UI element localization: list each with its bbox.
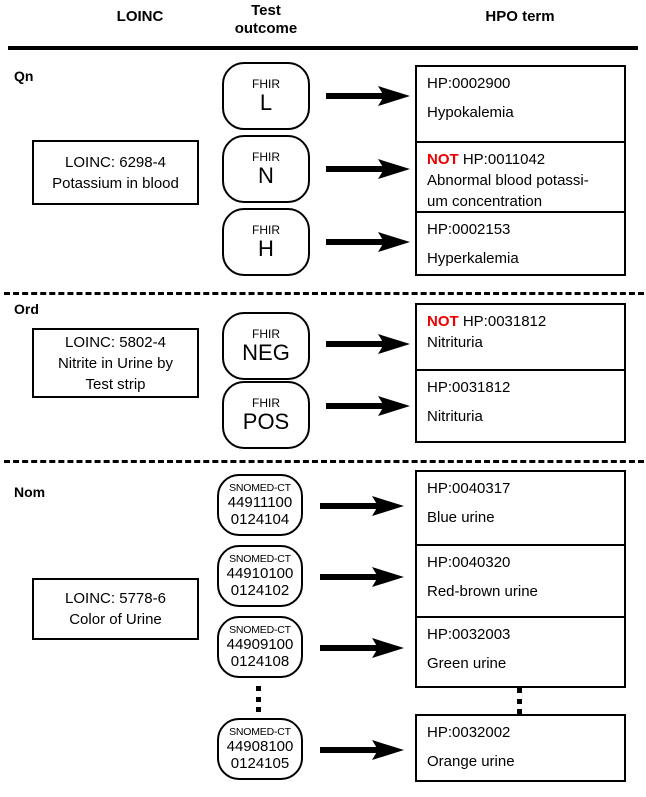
section-label-nom: Nom <box>14 484 46 500</box>
code-value-line2: 0124108 <box>230 653 290 670</box>
hpo-stack-nom-last: HP:0032002 Orange urine <box>415 714 626 782</box>
test-outcome-box-fhir-l[interactable]: FHIR L <box>222 62 310 130</box>
hpo-label: Red-brown urine <box>427 583 538 600</box>
hpo-row[interactable]: HP:0040317 Blue urine <box>417 472 624 544</box>
hpo-row[interactable]: HP:0002900 Hypokalemia <box>417 67 624 141</box>
hpo-id: HP:0031812 <box>427 379 511 396</box>
test-outcome-box-fhir-n[interactable]: FHIR N <box>222 135 310 203</box>
loinc-name-ord-line1: Nitrite in Urine by <box>57 354 174 372</box>
test-outcome-box-snomed-44908100124105[interactable]: SNOMED-CT 44908100 0124105 <box>217 718 303 780</box>
arrow-right-icon <box>326 333 410 355</box>
code-system-label: SNOMED-CT <box>229 482 291 494</box>
code-value-label: L <box>259 90 273 115</box>
section-label-qn: Qn <box>14 68 34 84</box>
hpo-id: HP:0032002 <box>427 724 511 741</box>
arrow-right-icon <box>326 231 410 253</box>
hpo-stack-nom: HP:0040317 Blue urine HP:0040320 Red-bro… <box>415 470 626 688</box>
code-value-line2: 0124102 <box>230 582 290 599</box>
section-label-ord: Ord <box>14 301 39 317</box>
hpo-row[interactable]: HP:0032002 Orange urine <box>417 716 624 780</box>
negation-badge: NOT <box>427 151 459 168</box>
loinc-name-ord-line2: Test strip <box>85 375 146 393</box>
code-system-label: FHIR <box>252 327 280 341</box>
hpo-row[interactable]: HP:0032003 Green urine <box>417 616 624 686</box>
negation-badge: NOT <box>427 313 459 330</box>
loinc-box-nom: LOINC: 5778-6 Color of Urine <box>32 578 199 640</box>
test-outcome-box-snomed-44909100124108[interactable]: SNOMED-CT 44909100 0124108 <box>217 616 303 678</box>
hpo-label: Blue urine <box>427 509 495 526</box>
arrow-right-icon <box>320 566 404 588</box>
code-value-label: NEG <box>242 340 290 365</box>
loinc-box-qn: LOINC: 6298-4 Potassium in blood <box>32 140 199 205</box>
loinc-name-qn: Potassium in blood <box>52 174 179 192</box>
loinc-name-nom: Color of Urine <box>69 611 162 628</box>
hpo-row[interactable]: HP:0002153 Hyperkalemia <box>417 211 624 274</box>
arrow-right-icon <box>320 739 404 761</box>
hpo-id: HP:0002153 <box>427 221 511 238</box>
code-value-line1: 44909100 <box>226 636 294 653</box>
column-header-hpo-term: HPO term <box>485 8 555 25</box>
loinc-box-ord: LOINC: 5802-4 Nitrite in Urine by Test s… <box>32 328 199 398</box>
hpo-id: HP:0011042 <box>462 151 546 168</box>
hpo-label: Orange urine <box>427 753 515 770</box>
hpo-id-line: NOT HP:0031812 <box>427 311 624 332</box>
code-value-label: N <box>258 163 274 188</box>
loinc-code-nom: LOINC: 5778-6 <box>65 590 166 607</box>
code-system-label: FHIR <box>252 223 280 237</box>
test-outcome-box-fhir-pos[interactable]: FHIR POS <box>222 381 310 449</box>
code-system-label: FHIR <box>252 77 280 91</box>
test-outcome-box-snomed-44910100124102[interactable]: SNOMED-CT 44910100 0124102 <box>217 545 303 607</box>
test-outcome-box-fhir-h[interactable]: FHIR H <box>222 208 310 276</box>
arrow-right-icon <box>320 637 404 659</box>
test-outcome-box-fhir-neg[interactable]: FHIR NEG <box>222 312 310 380</box>
header-divider-rule <box>8 46 638 50</box>
test-outcome-box-snomed-44911100124104[interactable]: SNOMED-CT 44911100 0124104 <box>217 474 303 536</box>
hpo-label: Hyperkalemia <box>427 250 519 267</box>
code-system-label: FHIR <box>252 150 280 164</box>
hpo-id: HP:0031812 <box>462 313 547 330</box>
section-divider-ord-nom <box>4 460 644 463</box>
code-system-label: SNOMED-CT <box>229 624 291 636</box>
arrow-right-icon <box>326 158 410 180</box>
hpo-label: Green urine <box>427 655 507 672</box>
code-value-line1: 44910100 <box>226 565 294 582</box>
column-header-test-outcome-line2: outcome <box>234 20 298 37</box>
hpo-row[interactable]: NOT HP:0031812 Nitrituria <box>417 305 624 369</box>
hpo-id-line: NOT HP:0011042 <box>427 149 624 170</box>
code-value-line1: 44911100 <box>227 494 293 511</box>
section-divider-qn-ord <box>4 292 644 295</box>
code-value-line2: 0124104 <box>230 511 290 528</box>
hpo-row[interactable]: HP:0040320 Red-brown urine <box>417 544 624 616</box>
hpo-id: HP:0040317 <box>427 480 511 497</box>
hpo-label: Hypokalemia <box>427 104 514 121</box>
code-value-line2: 0124105 <box>230 755 290 772</box>
code-value-label: H <box>258 236 274 261</box>
hpo-id: HP:0002900 <box>427 75 511 92</box>
code-value-label: POS <box>242 409 290 434</box>
loinc-code-qn: LOINC: 6298-4 <box>65 153 166 171</box>
hpo-row[interactable]: HP:0031812 Nitrituria <box>417 369 624 441</box>
hpo-row[interactable]: NOT HP:0011042 Abnormal blood potassi- u… <box>417 141 624 211</box>
hpo-stack-ord: NOT HP:0031812 Nitrituria HP:0031812 Nit… <box>415 303 626 443</box>
arrow-right-icon <box>320 495 404 517</box>
code-system-label: FHIR <box>252 396 280 410</box>
arrow-right-icon <box>326 395 410 417</box>
column-header-test-outcome: Test outcome <box>206 2 326 38</box>
hpo-label: Nitrituria <box>427 408 483 425</box>
code-system-label: SNOMED-CT <box>229 553 291 565</box>
vertical-ellipsis-icon-outcome <box>255 686 261 712</box>
column-header-loinc: LOINC <box>116 8 164 25</box>
hpo-id: HP:0032003 <box>427 626 511 643</box>
vertical-ellipsis-icon-hpo <box>516 688 522 714</box>
code-system-label: SNOMED-CT <box>229 726 291 738</box>
column-header-test-outcome-line1: Test <box>251 2 281 19</box>
arrow-right-icon <box>326 85 410 107</box>
code-value-line1: 44908100 <box>226 738 294 755</box>
hpo-label: Abnormal blood potassi- um concentration <box>427 172 589 210</box>
loinc-code-ord: LOINC: 5802-4 <box>65 333 166 351</box>
hpo-label: Nitrituria <box>427 334 483 351</box>
hpo-id: HP:0040320 <box>427 554 511 571</box>
hpo-stack-qn: HP:0002900 Hypokalemia NOT HP:0011042 Ab… <box>415 65 626 276</box>
